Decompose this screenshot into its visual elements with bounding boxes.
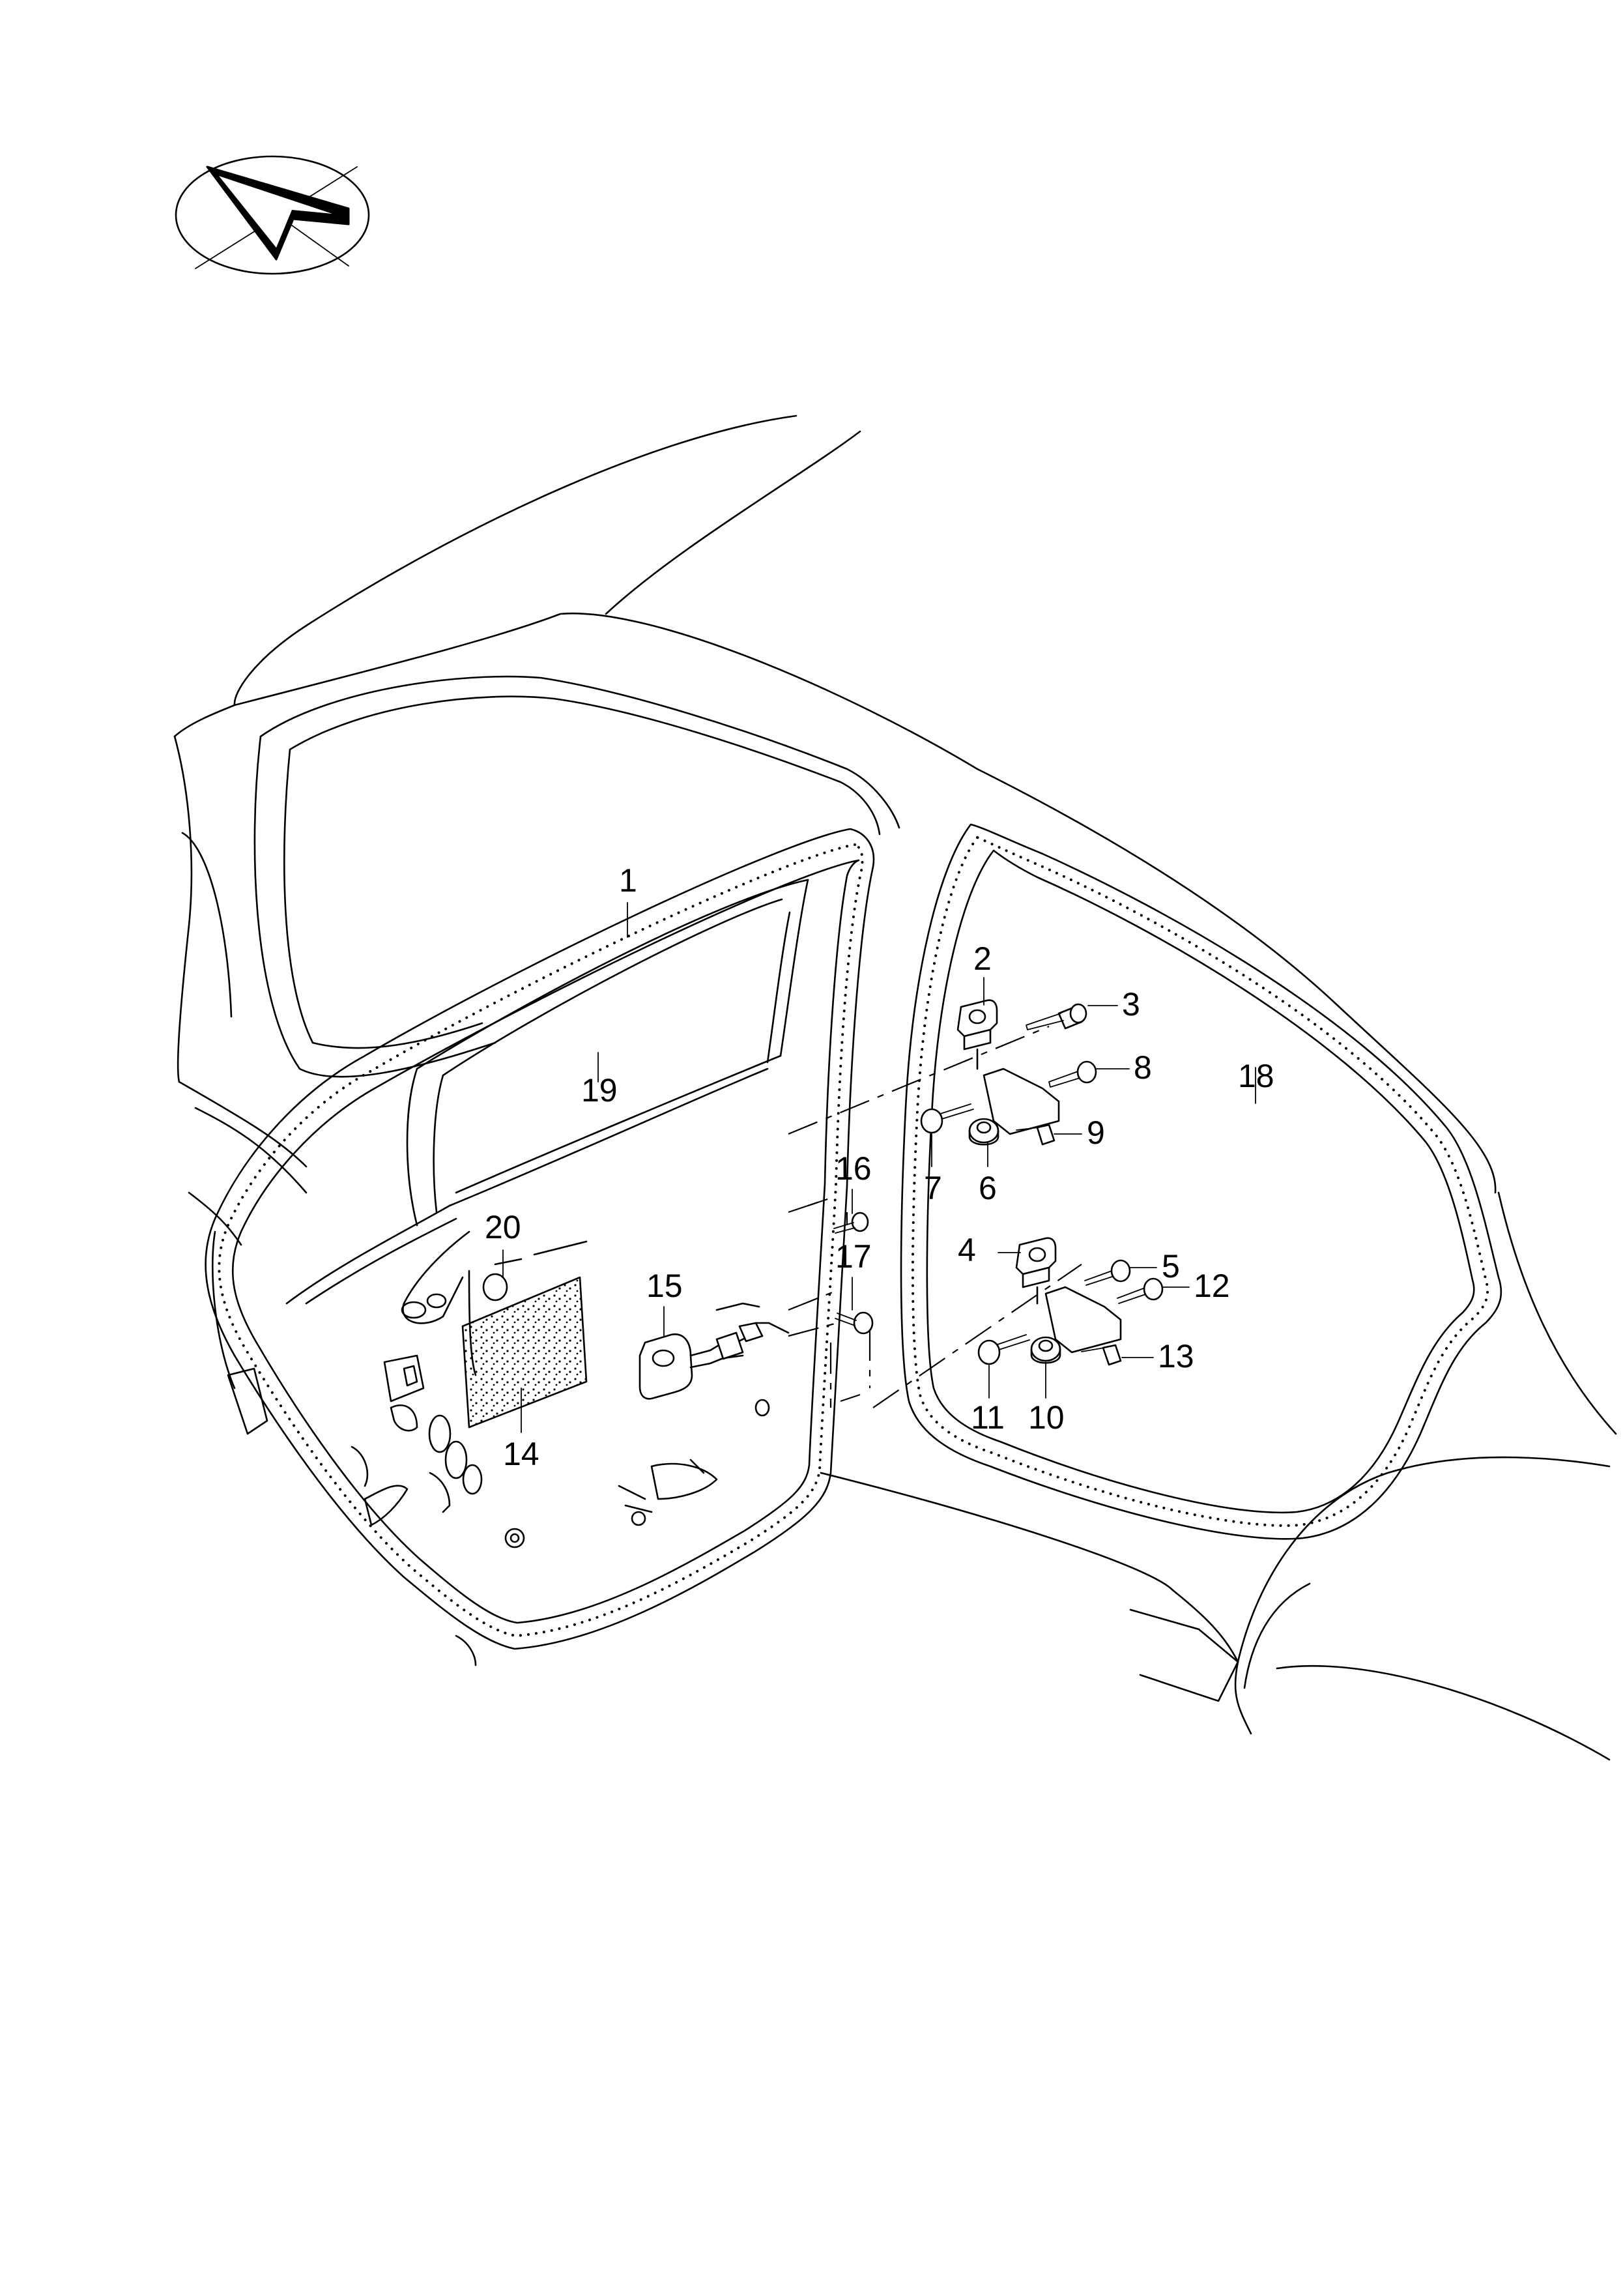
callout-4: 4	[958, 1232, 976, 1268]
bolt-5	[1084, 1259, 1131, 1286]
callout-14: 14	[503, 1436, 539, 1472]
callout-11: 11	[971, 1399, 1005, 1436]
bolt-17	[835, 1311, 874, 1335]
car-body	[173, 414, 1617, 1761]
callout-15: 15	[646, 1268, 683, 1304]
sleeve-13	[1081, 1344, 1122, 1366]
plug-part	[482, 1273, 508, 1301]
bolt-3	[1026, 1003, 1087, 1030]
lower-hinge-bracket	[1030, 1286, 1122, 1364]
sleeve-9	[1016, 1124, 1056, 1146]
callout-9: 9	[1087, 1114, 1105, 1151]
callout-labels: 1 2 3 4 5 6 7 8 9 10 11 12 13 14 15 16 1…	[485, 862, 1274, 1472]
bolt-12	[1117, 1277, 1164, 1304]
wiring-harness	[639, 1302, 790, 1400]
upper-hinge	[956, 999, 998, 1070]
callout-7: 7	[924, 1170, 942, 1206]
leader-lines	[502, 902, 1256, 1433]
callout-1: 1	[619, 862, 637, 899]
callout-19: 19	[581, 1072, 618, 1109]
bolt-16	[833, 1212, 869, 1234]
callout-12: 12	[1194, 1268, 1230, 1304]
lower-hinge	[1015, 1237, 1057, 1305]
rear-door	[205, 828, 875, 1666]
sound-damping-pad	[461, 1276, 588, 1429]
callout-2: 2	[973, 940, 992, 977]
orientation-arrow-icon	[175, 155, 370, 275]
door-opening-seal	[900, 823, 1502, 1540]
callout-10: 10	[1028, 1399, 1065, 1436]
callout-17: 17	[835, 1238, 872, 1275]
callout-8: 8	[1134, 1049, 1152, 1086]
callout-20: 20	[485, 1209, 521, 1245]
callout-3: 3	[1122, 986, 1140, 1023]
bolt-11	[977, 1334, 1030, 1365]
callout-6: 6	[979, 1170, 997, 1206]
assembly-lines	[788, 1025, 1082, 1408]
callout-5: 5	[1162, 1248, 1180, 1285]
callout-16: 16	[835, 1150, 872, 1187]
bolt-7	[920, 1103, 974, 1134]
upper-hinge-bracket	[968, 1068, 1060, 1146]
callout-13: 13	[1158, 1338, 1194, 1374]
bolt-8	[1048, 1060, 1097, 1088]
callout-18: 18	[1238, 1058, 1274, 1094]
